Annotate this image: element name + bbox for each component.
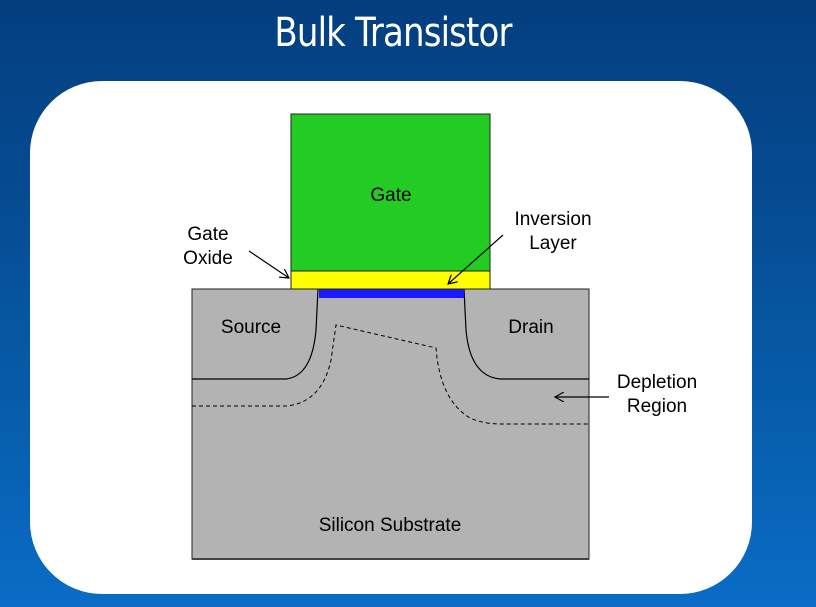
gate-label: Gate [370,185,411,206]
silicon-substrate-label: Silicon Substrate [319,515,462,536]
depletion-region-label-line2: Region [627,396,687,417]
inversion-layer [319,289,464,298]
gate-oxide-label-line1: Gate [187,224,228,245]
depletion-region-label-line1: Depletion [617,372,697,393]
inversion-layer-label-line2: Layer [529,233,577,254]
drain-region [463,288,589,380]
gate-oxide-arrow [248,250,289,278]
gate [290,113,491,272]
drain-label: Drain [508,317,553,338]
inversion-layer-arrow [448,234,504,284]
inversion-layer-label-line1: Inversion [514,209,591,230]
source-label: Source [221,317,281,338]
slide-title: Bulk Transistor [274,10,512,56]
source-region [192,288,319,380]
gate-oxide-label-line2: Oxide [183,248,233,269]
